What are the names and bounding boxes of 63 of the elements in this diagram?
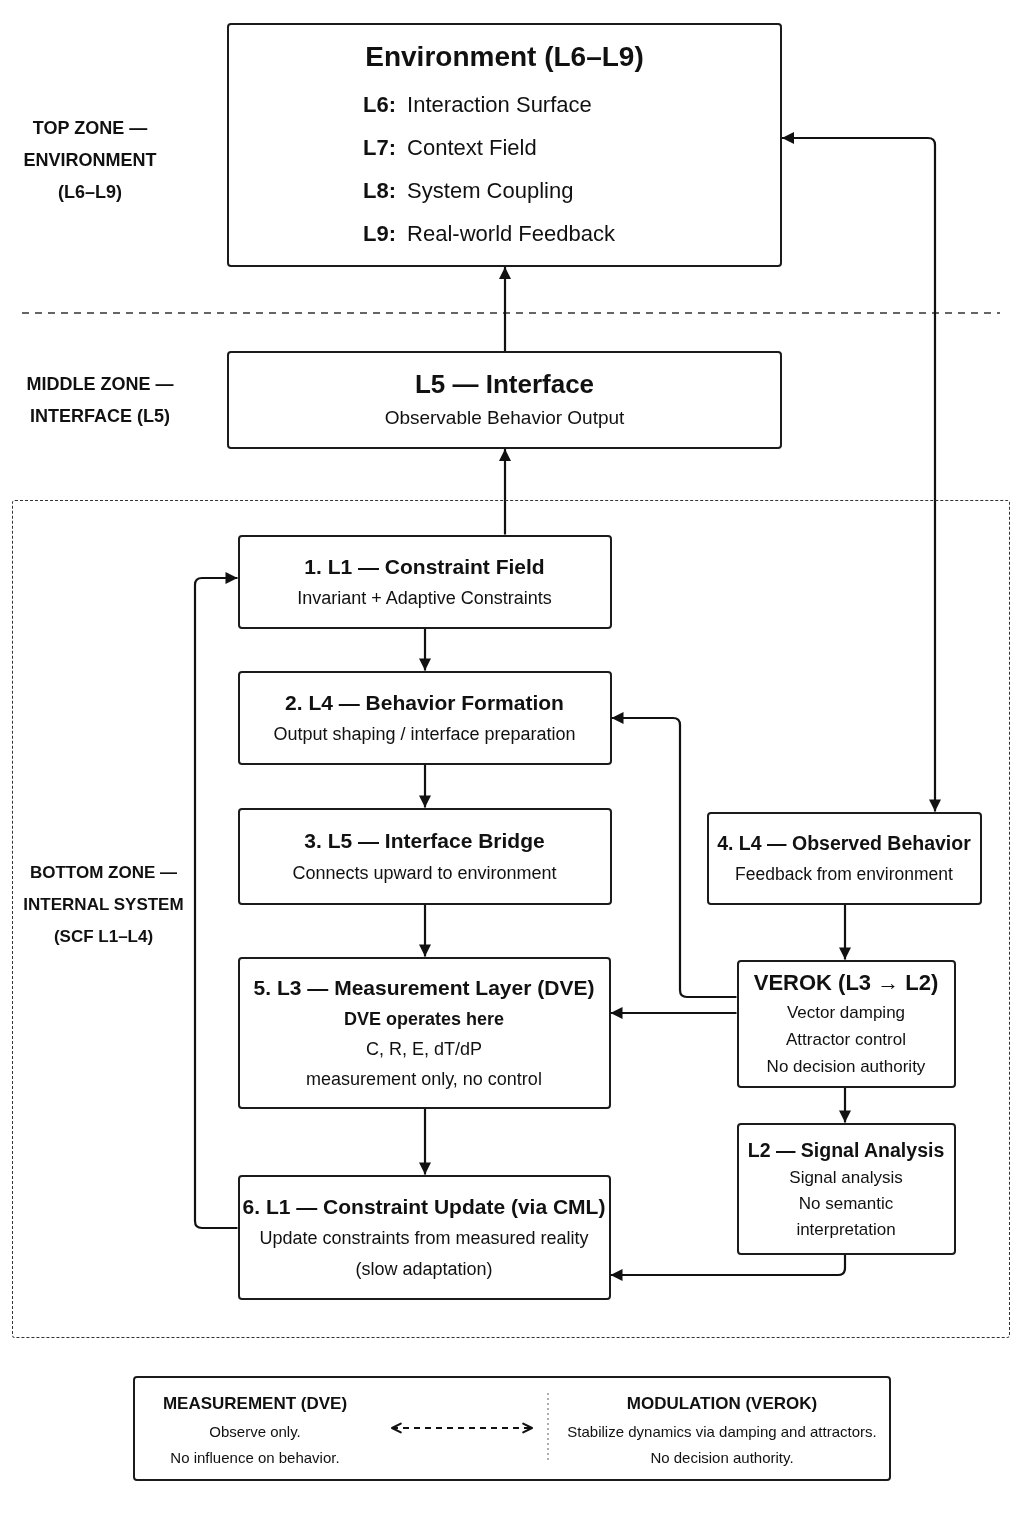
process-box (736, 1122, 956, 1255)
box-title: L2 — Signal Analysis (747, 1137, 945, 1163)
layer-box (227, 351, 782, 449)
layer-item: L9: Real-world Feedback (363, 220, 615, 248)
box-text: Vector damping (786, 1002, 906, 1024)
box-title: 5. L3 — Measurement Layer (DVE) (253, 975, 595, 1001)
process-box (736, 959, 956, 1088)
double-arrow (782, 132, 941, 812)
arrow (499, 267, 511, 351)
box-title: VEROK (L3 → L2) (753, 969, 939, 997)
box-text: No semantic interpretation (795, 1192, 897, 1241)
box-text: measurement only, no control (306, 1068, 542, 1091)
box-title: 2. L4 — Behavior Formation (285, 689, 564, 716)
box-title: 1. L1 — Constraint Field (304, 553, 545, 580)
box-title: L5 — Interface (414, 368, 595, 401)
zone-label: TOP ZONE — ENVIRONMENT (L6–L9) (22, 117, 158, 204)
box-title: Environment (L6–L9) (365, 40, 644, 74)
arrow (419, 904, 431, 957)
legend-panel (133, 1376, 891, 1481)
box-title: 4. L4 — Observed Behavior (717, 830, 971, 856)
arrow (419, 628, 431, 671)
process-box (237, 670, 612, 765)
layer-box (227, 23, 782, 267)
box-text: Observable Behavior Output (384, 406, 625, 430)
legend-text: No influence on behavior. (170, 1448, 340, 1468)
layer-item: L7: Context Field (363, 134, 537, 162)
arrow (839, 904, 851, 960)
process-box (706, 811, 982, 905)
arrow (611, 712, 737, 999)
box-text: No decision authority (766, 1056, 926, 1078)
process-box (237, 1174, 611, 1300)
arrow (610, 1007, 737, 1019)
arrow (193, 572, 238, 1230)
box-text: Feedback from environment (735, 862, 953, 886)
legend-heading: MEASUREMENT (DVE) (162, 1393, 348, 1415)
box-text: Attractor control (786, 1029, 906, 1051)
arrow (499, 449, 511, 535)
box-text: Output shaping / interface preparation (273, 722, 576, 746)
box-title: 3. L5 — Interface Bridge (304, 827, 545, 854)
dashed-double-arrow (391, 1422, 533, 1434)
box-text: Connects upward to environment (292, 861, 557, 885)
box-text: DVE operates here (343, 1008, 505, 1031)
box-text: Update constraints from measured reality (259, 1226, 589, 1250)
box-text: (slow adaptation) (355, 1257, 493, 1281)
box-title: 6. L1 — Constraint Update (via CML) (242, 1193, 606, 1220)
legend-heading: MODULATION (VEROK) (626, 1393, 818, 1415)
arrow (419, 1108, 431, 1175)
layer-item: L6: Interaction Surface (363, 91, 592, 119)
zone-label: MIDDLE ZONE — INTERFACE (L5) (25, 373, 175, 428)
process-box (237, 534, 612, 629)
process-box (237, 807, 612, 905)
legend-text: Stabilize dynamics via damping and attractors. (567, 1422, 877, 1442)
box-text: Signal analysis (789, 1166, 903, 1189)
arrow (839, 1087, 851, 1123)
box-text: C, R, E, dT/dP (365, 1038, 482, 1061)
legend-text: Observe only. (209, 1422, 301, 1442)
zone-panel (12, 500, 1010, 1338)
process-box (237, 956, 611, 1109)
legend-text: No decision authority. (650, 1448, 794, 1468)
box-text: Invariant + Adaptive Constraints (297, 586, 552, 610)
arrow (419, 764, 431, 808)
layer-item: L8: System Coupling (363, 177, 574, 205)
zone-label: BOTTOM ZONE — INTERNAL SYSTEM (SCF L1–L4) (22, 861, 185, 948)
